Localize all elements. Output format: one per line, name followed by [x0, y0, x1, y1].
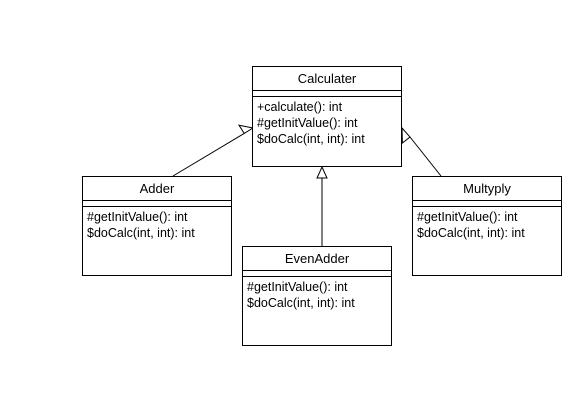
class-multyply[interactable]: Multyply #getInitValue(): int $doCalc(in…: [412, 176, 562, 276]
class-even-adder-attributes: [243, 270, 391, 276]
class-calculater[interactable]: Calculater +calculate(): int #getInitVal…: [252, 66, 402, 167]
generalization-line-adder: [172, 132, 245, 177]
class-adder-attributes: [83, 200, 231, 206]
operation: +calculate(): int: [257, 100, 343, 114]
operation: #getInitValue(): int: [247, 280, 348, 294]
class-multyply-name: Multyply: [463, 181, 511, 196]
class-adder-name: Adder: [139, 181, 175, 196]
class-calculater-attributes: [253, 90, 401, 96]
operation: $doCalc(int, int): int: [87, 226, 195, 240]
generalization-arrowhead-adder: [237, 124, 255, 135]
class-even-adder[interactable]: EvenAdder #getInitValue(): int $doCalc(i…: [242, 246, 392, 346]
operation: #getInitValue(): int: [417, 210, 518, 224]
class-even-adder-operations: #getInitValue(): int $doCalc(int, int): …: [243, 276, 391, 311]
operation: #getInitValue(): int: [87, 210, 188, 224]
operation: $doCalc(int, int): int: [257, 132, 365, 146]
class-even-adder-name: EvenAdder: [284, 251, 350, 266]
generalization-arrowhead-multyply: [401, 126, 411, 145]
class-calculater-operations: +calculate(): int #getInitValue(): int $…: [253, 96, 401, 147]
generalization-arrowhead-even-adder: [316, 165, 328, 179]
operation: #getInitValue(): int: [257, 116, 358, 130]
class-multyply-attributes: [413, 200, 561, 206]
operation: $doCalc(int, int): int: [417, 226, 525, 240]
class-adder-operations: #getInitValue(): int $doCalc(int, int): …: [83, 206, 231, 241]
class-calculater-name: Calculater: [297, 71, 357, 86]
operation: $doCalc(int, int): int: [247, 296, 355, 310]
class-multyply-operations: #getInitValue(): int $doCalc(int, int): …: [413, 206, 561, 241]
generalization-line-multyply: [409, 136, 442, 177]
class-adder[interactable]: Adder #getInitValue(): int $doCalc(int, …: [82, 176, 232, 276]
